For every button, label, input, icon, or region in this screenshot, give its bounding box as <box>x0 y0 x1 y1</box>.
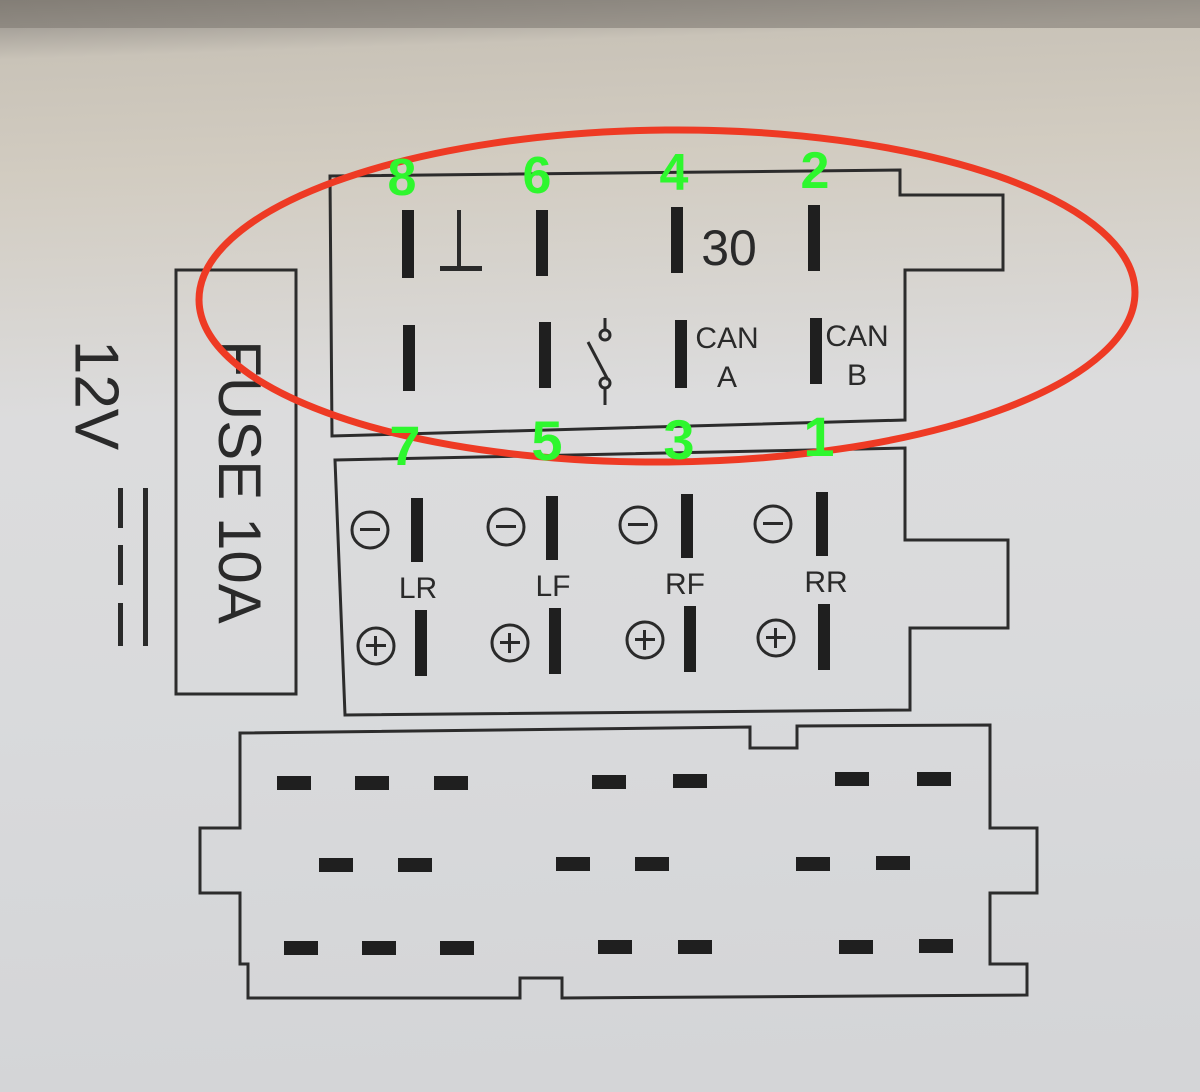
multipin-slot <box>835 772 869 786</box>
power-connector: 30 CAN A CAN B <box>328 168 1005 438</box>
can-b-label-line1: CAN <box>825 320 888 353</box>
dc-symbol-icon <box>118 488 148 646</box>
pin-7 <box>403 325 415 391</box>
multipin-slot <box>355 776 389 790</box>
pin-number-5: 5 <box>531 409 562 472</box>
multipin-slot <box>319 858 353 872</box>
plus-icon-lf <box>490 623 530 663</box>
multipin-slot <box>919 939 953 953</box>
pin-6 <box>536 210 548 276</box>
plus-icon-rf <box>625 620 665 660</box>
switch-icon <box>586 318 612 405</box>
minus-icon-rf <box>618 505 658 545</box>
voltage-label-group: 12V <box>62 340 148 646</box>
speaker-pin-rr-plus <box>818 604 830 670</box>
multipin-slot <box>592 775 626 789</box>
pin-number-8: 8 <box>388 149 417 207</box>
multipin-slot <box>796 857 830 871</box>
pin-number-4: 4 <box>660 144 689 202</box>
can-b-label-line2: B <box>847 359 867 392</box>
multipin-slot <box>598 940 632 954</box>
speaker-pin-lf-plus <box>549 608 561 674</box>
speaker-label-rr: RR <box>804 566 847 599</box>
photo-top-edge <box>0 0 1200 28</box>
pin-5 <box>539 322 551 388</box>
plus-icon-rr <box>756 618 796 658</box>
pin-number-3: 3 <box>663 408 694 471</box>
multipin-slot <box>362 941 396 955</box>
speaker-label-lf: LF <box>535 570 570 603</box>
pin-1 <box>810 318 822 384</box>
multipin-slot <box>440 941 474 955</box>
speaker-label-rf: RF <box>665 568 705 601</box>
multipin-slot <box>917 772 951 786</box>
multipin-slot <box>673 774 707 788</box>
pin-3 <box>675 320 687 388</box>
multipin-slot <box>284 941 318 955</box>
speaker-pin-lr-plus <box>415 610 427 676</box>
pin-8 <box>402 210 414 278</box>
fuse-label: FUSE 10A <box>206 340 273 623</box>
multipin-slot <box>277 776 311 790</box>
ground-icon <box>440 210 482 271</box>
pin-4 <box>671 207 683 273</box>
pin-2 <box>808 205 820 271</box>
voltage-label: 12V <box>62 340 131 451</box>
can-a-label-line1: CAN <box>695 322 758 355</box>
can-a-label-line2: A <box>717 361 737 394</box>
highlight-ellipse <box>195 126 1139 466</box>
multipin-slot <box>398 858 432 872</box>
pin-number-7: 7 <box>389 414 420 477</box>
minus-icon-rr <box>753 504 793 544</box>
speaker-pin-rf-minus <box>681 494 693 558</box>
speaker-pin-rf-plus <box>684 606 696 672</box>
fuse-box: FUSE 10A <box>174 268 298 696</box>
pin-number-2: 2 <box>801 142 830 200</box>
multipin-slot <box>635 857 669 871</box>
multipin-slot <box>876 856 910 870</box>
multipin-slot <box>556 857 590 871</box>
speaker-pin-rr-minus <box>816 492 828 556</box>
multipin-connector <box>198 723 1039 1000</box>
multipin-slot <box>434 776 468 790</box>
speaker-pin-lr-minus <box>411 498 423 562</box>
minus-icon-lf <box>486 507 526 547</box>
speaker-connector: LR LF RF RR <box>333 446 1010 717</box>
multipin-slot <box>678 940 712 954</box>
minus-icon-lr <box>350 510 390 550</box>
pin30-label: 30 <box>701 220 757 276</box>
speaker-pin-lf-minus <box>546 496 558 560</box>
speaker-label-lr: LR <box>399 572 437 605</box>
multipin-slot <box>839 940 873 954</box>
plus-icon-lr <box>356 626 396 666</box>
pin-number-1: 1 <box>803 405 834 468</box>
pin-number-6: 6 <box>523 147 552 205</box>
